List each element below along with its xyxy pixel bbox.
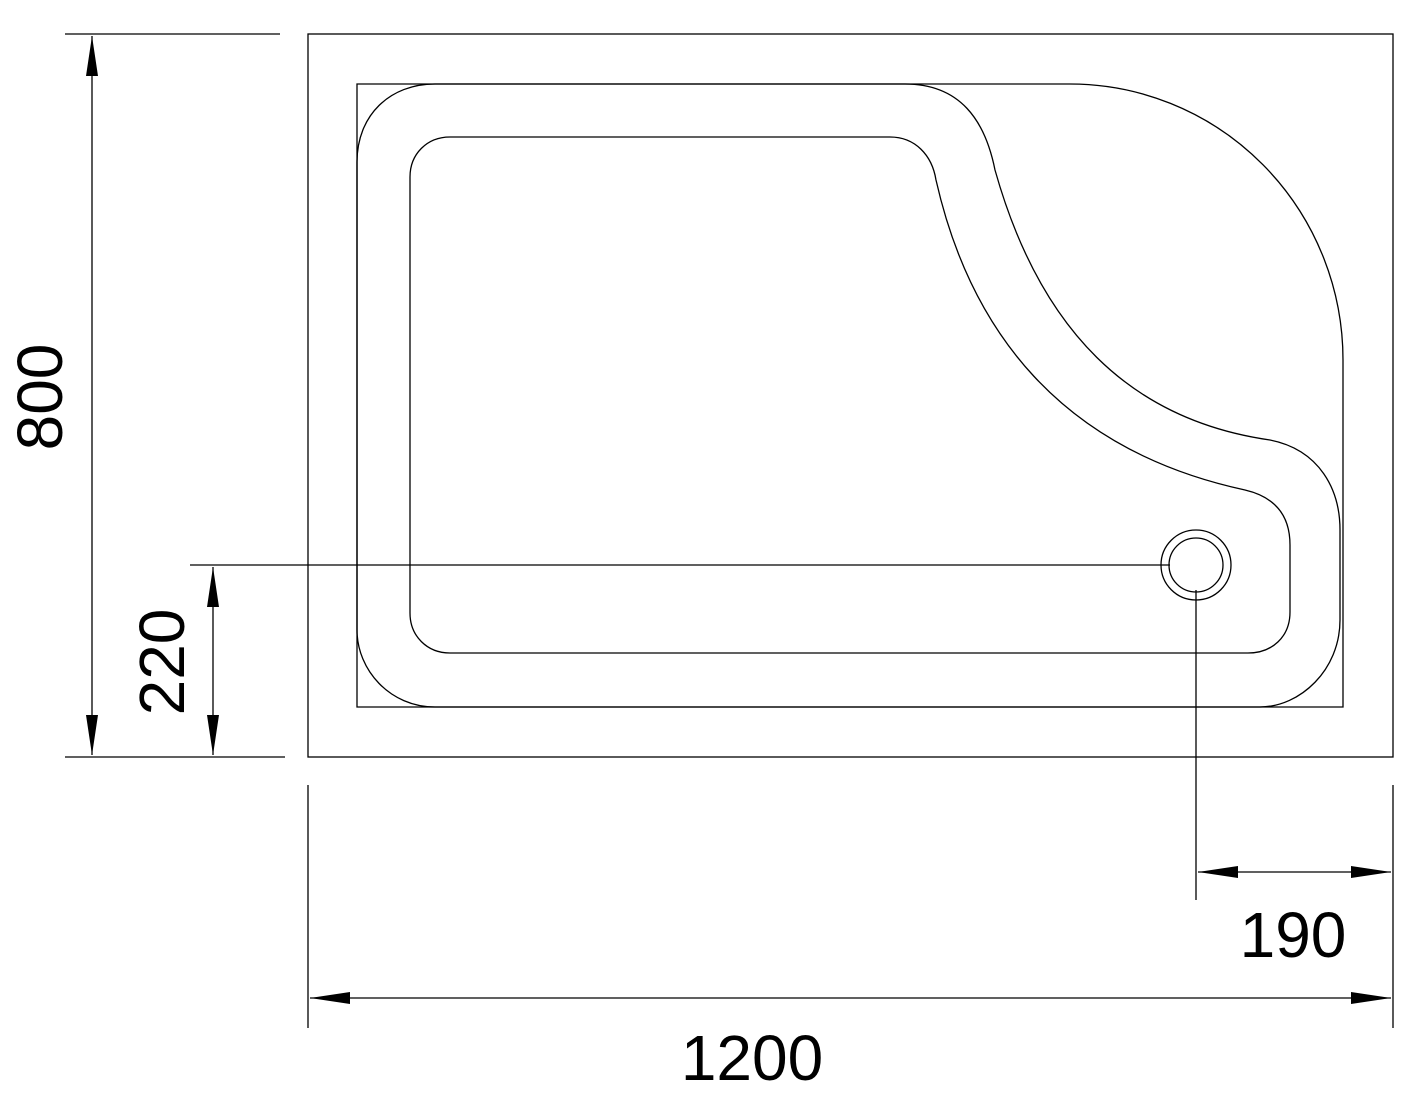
tray-rim-outline: [356, 83, 1341, 708]
drain-inner-ring: [1168, 537, 1224, 593]
tray-outer-outline: [307, 33, 1394, 758]
drain-outer-ring: [1160, 529, 1232, 601]
label-drain-right: 190: [1240, 899, 1347, 971]
tray-basin-outline: [409, 136, 1291, 654]
tray-deck-outline: [356, 83, 1344, 708]
label-depth: 800: [4, 344, 76, 451]
label-drain-bottom: 220: [126, 609, 198, 716]
label-width: 1200: [681, 1022, 823, 1094]
